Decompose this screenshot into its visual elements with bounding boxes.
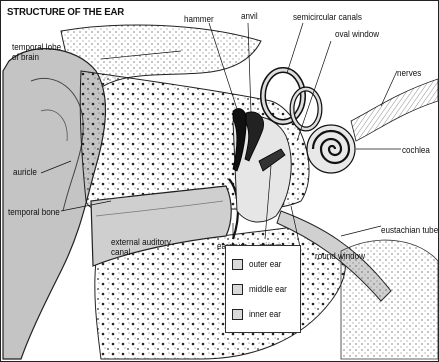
legend-item-outer-ear: outer ear [232,258,285,270]
inner-ear-swatch [232,309,243,320]
label-temporal-lobe-line2: of brain [12,52,39,62]
label-temporal-lobe-line1: temporal lobe [12,42,61,52]
middle-ear-swatch [232,284,243,295]
label-hammer: hammer [184,14,214,24]
legend-item-inner-ear: inner ear [232,308,285,320]
label-round-window: round window [315,251,365,261]
nerves-shape [351,79,438,141]
diagram-title: STRUCTURE OF THE EAR [7,6,124,18]
label-semicircular-canals: semicircular canals [293,12,362,22]
legend-label-outer-ear: outer ear [249,259,281,269]
outer-ear-swatch [232,259,243,270]
label-external-auditory-line2: canal [111,247,130,257]
label-nerves: nerves [397,68,421,78]
label-anvil: anvil [241,11,258,21]
legend: outer ear middle ear inner ear [225,245,301,333]
label-cochlea: cochlea [402,145,430,155]
cochlea-shape [307,125,355,173]
label-auricle: auricle [13,167,37,177]
legend-label-middle-ear: middle ear [249,284,287,294]
label-oval-window: oval window [335,29,379,39]
label-external-auditory-line1: external auditory [111,237,171,247]
legend-label-inner-ear: inner ear [249,309,281,319]
label-eustachian-tube: eustachian tube [381,225,438,235]
label-temporal-bone: temporal bone [8,207,60,217]
legend-item-middle-ear: middle ear [232,283,291,295]
